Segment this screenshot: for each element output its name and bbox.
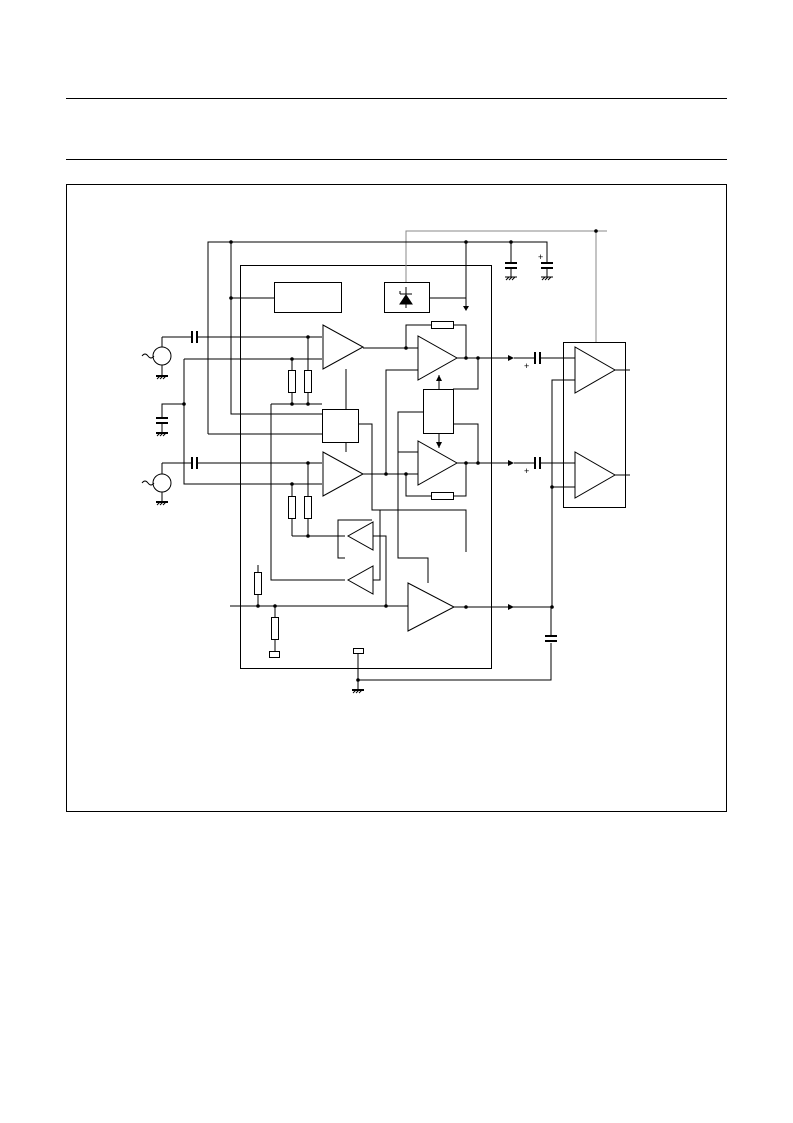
wire — [373, 509, 467, 581]
ground-icon — [352, 689, 364, 694]
svg-text:+: + — [524, 361, 529, 371]
output-buffer-amp — [407, 582, 456, 632]
main-amp-2 — [417, 440, 459, 486]
node — [384, 604, 388, 608]
node — [464, 461, 468, 465]
ground-icon — [541, 276, 553, 281]
svg-text:+: + — [538, 252, 543, 262]
svg-text:+: + — [524, 466, 529, 476]
decoupling-capacitor — [156, 359, 185, 434]
ic-body — [240, 265, 492, 669]
control-block — [423, 389, 454, 434]
reference-resistor-2 — [269, 606, 280, 658]
buffer-1 — [346, 521, 374, 551]
node — [229, 240, 233, 244]
buffer-2 — [346, 565, 374, 595]
bias-resistors-1 — [288, 337, 347, 409]
node — [464, 356, 468, 360]
wire — [358, 423, 385, 511]
input-capacitor-2 — [162, 457, 322, 469]
preamp-2 — [322, 451, 365, 497]
node — [404, 472, 408, 476]
wire — [270, 404, 345, 581]
wire — [385, 369, 418, 474]
wire — [337, 536, 345, 559]
ground-icon — [156, 501, 167, 506]
ac-source-2-icon — [141, 463, 172, 503]
output-amplifier-box — [563, 342, 626, 508]
feedback-resistor-2 — [405, 463, 467, 500]
output-capacitor-2: + — [514, 457, 575, 476]
ground-icon — [156, 432, 167, 437]
wire — [373, 535, 387, 606]
arrow-up-icon — [436, 375, 442, 381]
bias-resistors-2 — [288, 442, 347, 537]
preamp-1 — [322, 324, 365, 370]
wire — [337, 519, 372, 536]
figure-frame — [66, 184, 727, 812]
bypass-capacitor — [545, 607, 557, 642]
arrow-right-icon — [508, 460, 514, 466]
node — [229, 296, 233, 300]
ac-source-1-icon — [141, 337, 172, 377]
supply-line — [405, 230, 607, 342]
node — [464, 240, 468, 244]
power-amp-1 — [574, 346, 617, 394]
supply-capacitor-2: + — [538, 252, 553, 277]
feedback-resistor-1 — [405, 321, 467, 358]
zener-diode-icon — [399, 287, 413, 308]
node — [509, 240, 513, 244]
bias-line-2 — [183, 404, 240, 485]
main-amp-1 — [417, 335, 459, 381]
ground-pin — [353, 648, 364, 654]
top-bus — [207, 241, 548, 435]
wire — [397, 452, 429, 583]
mux-block — [322, 409, 359, 443]
supply-capacitor-1 — [505, 262, 517, 277]
wire — [453, 358, 479, 390]
wire — [357, 643, 552, 681]
wire — [453, 423, 479, 463]
wire — [551, 379, 575, 607]
header-rule-top — [66, 98, 727, 99]
block-top-left — [274, 282, 342, 313]
input-capacitor-1 — [162, 331, 322, 343]
node — [404, 346, 408, 350]
ground-icon — [156, 375, 167, 380]
node — [464, 605, 468, 609]
ground-icon — [505, 276, 517, 281]
output-capacitor-1: + — [514, 352, 575, 371]
arrow-down-icon — [436, 442, 442, 448]
power-amp-2 — [574, 451, 617, 499]
node — [384, 472, 388, 476]
node — [594, 229, 598, 233]
reference-resistor-1 — [254, 565, 262, 606]
arrow-down-icon — [463, 306, 469, 311]
wire — [397, 411, 423, 453]
node — [306, 402, 310, 406]
node — [306, 534, 310, 538]
arrow-right-icon — [508, 355, 514, 361]
header-rule-bottom — [66, 159, 727, 160]
node — [550, 485, 554, 489]
